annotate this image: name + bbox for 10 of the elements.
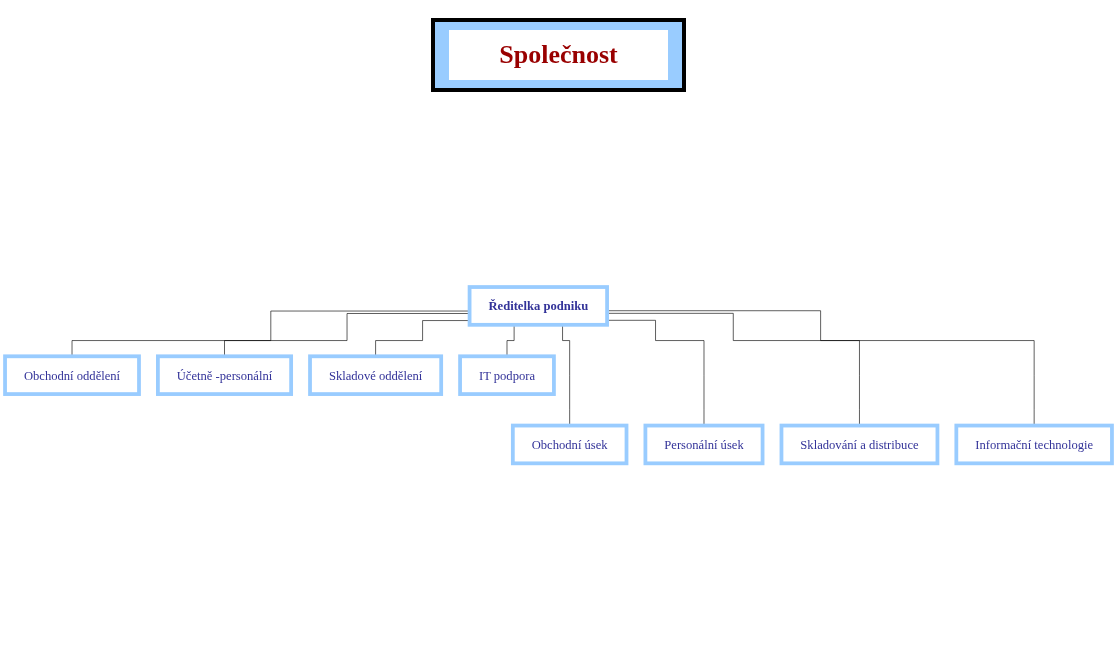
node-box: Personální úsek	[643, 423, 765, 466]
node-box: Informační technologie	[954, 423, 1114, 466]
node-box: Obchodní úsek	[510, 423, 629, 466]
node-box: Účetně -personální	[156, 354, 293, 396]
node-box: Skladové oddělení	[308, 354, 444, 396]
title-box: Společnost	[431, 18, 686, 92]
node-box: IT podpora	[458, 354, 556, 396]
node-box: Obchodní oddělení	[3, 354, 141, 396]
node-box: Ředitelka podniku	[467, 284, 609, 327]
node-box: Skladování a distribuce	[779, 423, 940, 466]
